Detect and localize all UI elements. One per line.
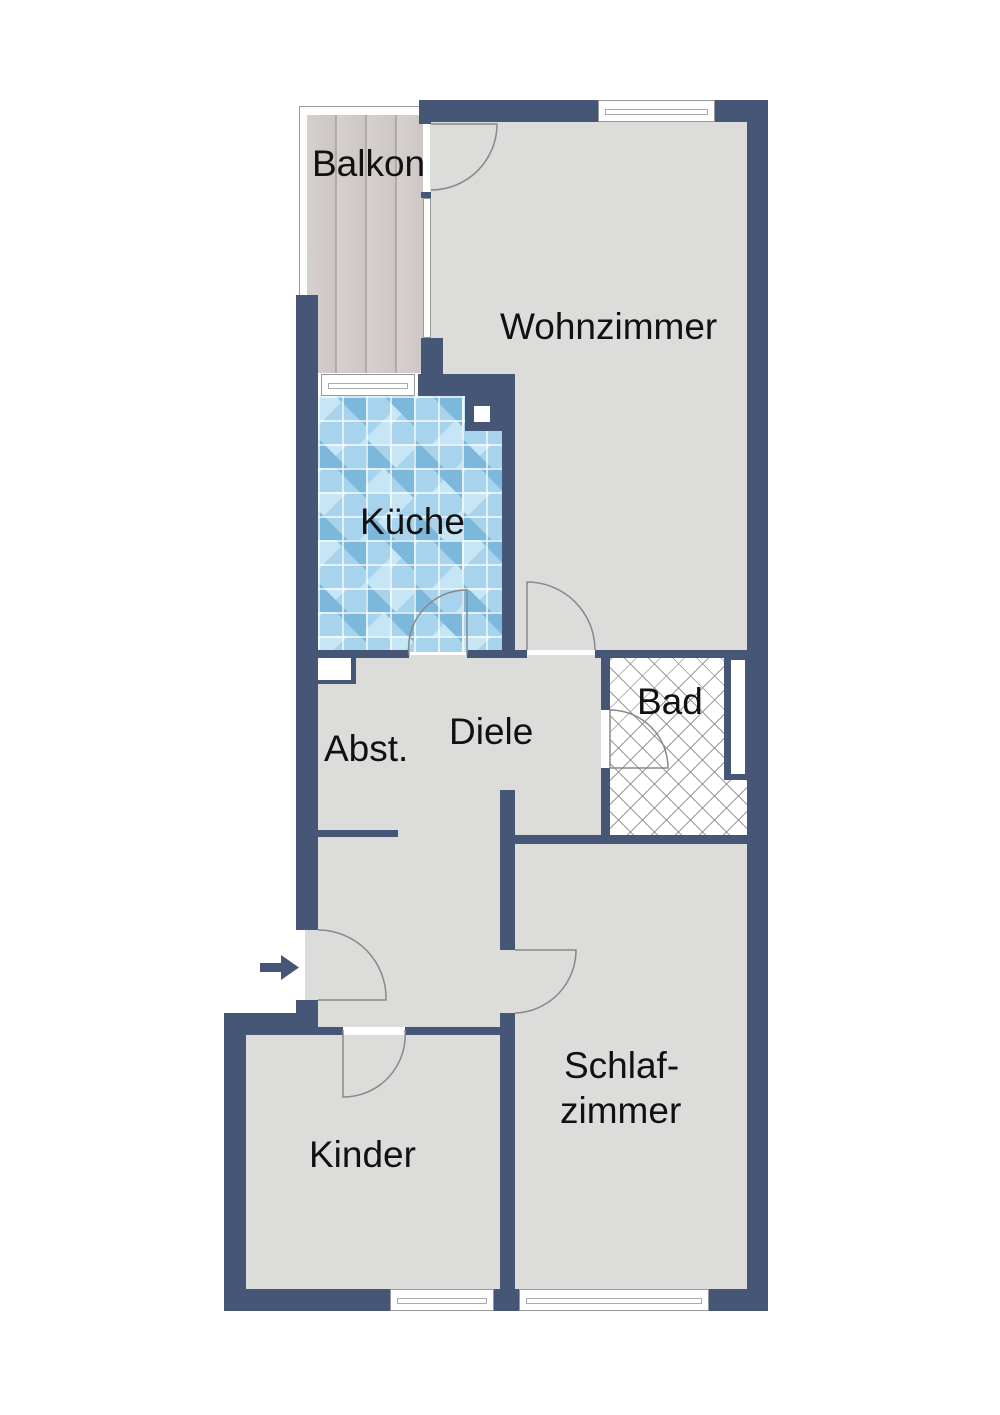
- room-label-diele: Diele: [449, 711, 534, 752]
- schlafzimmer-window: [519, 1289, 709, 1311]
- balkon-floor: [307, 115, 423, 373]
- balkon-railing: [299, 106, 421, 296]
- wall-bad-left-top: [601, 650, 610, 710]
- kueche-door: [407, 589, 468, 656]
- kueche-shaft: [474, 406, 490, 422]
- wall-balkon-door-jamb: [419, 100, 431, 124]
- schlafzimmer-door: [514, 949, 577, 1014]
- room-label-wohnzimmer: Wohnzimmer: [500, 306, 718, 347]
- wall-diele-schlaf-upper: [500, 790, 515, 950]
- wall-kueche-top: [418, 374, 515, 396]
- balkon-door: [430, 123, 498, 191]
- wall-bad-left-bottom: [601, 768, 610, 843]
- schlafzimmer-floor: [515, 843, 747, 1289]
- wall-left-upper: [296, 295, 318, 930]
- wall-balkon-door-jamb2: [421, 192, 431, 198]
- room-label-kinder: Kinder: [309, 1134, 416, 1175]
- wall-kueche-bottom-left: [318, 650, 409, 658]
- balkon-window: [423, 198, 431, 338]
- wall-wohnzimmer-bottom-left: [502, 650, 527, 658]
- wohnzimmer-window: [598, 100, 715, 122]
- wall-kinder-diele-right: [405, 1027, 502, 1035]
- kinder-window: [390, 1289, 494, 1311]
- wall-abst-divider: [318, 830, 398, 837]
- room-label-balkon: Balkon: [312, 143, 426, 184]
- kueche-window: [321, 374, 415, 396]
- wohnzimmer-door: [526, 581, 596, 651]
- bad-shaft: [731, 660, 745, 774]
- wall-right: [747, 100, 768, 1311]
- room-label-schlafzimmer-line1: Schlaf-: [564, 1045, 680, 1086]
- room-label-kueche: Küche: [360, 501, 465, 542]
- entrance-door: [317, 929, 387, 1001]
- wall-wohnzimmer-bottom-right: [595, 650, 747, 658]
- bad-door: [609, 709, 669, 769]
- kinder-floor: [246, 1035, 500, 1289]
- wall-wohnzimmer-kueche-corner: [421, 338, 443, 378]
- room-label-abst: Abst.: [324, 728, 409, 769]
- arrow-right-icon: [260, 955, 299, 980]
- wall-diele-schlaf-lower: [500, 1013, 515, 1289]
- abst-shaft: [318, 658, 351, 680]
- bad-floor: [610, 656, 747, 835]
- wall-kueche-right: [502, 374, 515, 656]
- wall-kinder-diele-left: [318, 1027, 343, 1035]
- wall-kueche-bottom-right: [467, 650, 515, 658]
- wall-kinder-top: [224, 1013, 318, 1035]
- wall-bad-bottom: [500, 835, 767, 844]
- room-label-schlafzimmer-line2: zimmer: [560, 1090, 682, 1131]
- kueche-floor: [318, 396, 502, 652]
- kinder-door: [342, 1029, 406, 1098]
- wall-kinder-left: [224, 1013, 246, 1311]
- room-label-bad: Bad: [637, 681, 703, 722]
- entrance-floor: [305, 930, 325, 1000]
